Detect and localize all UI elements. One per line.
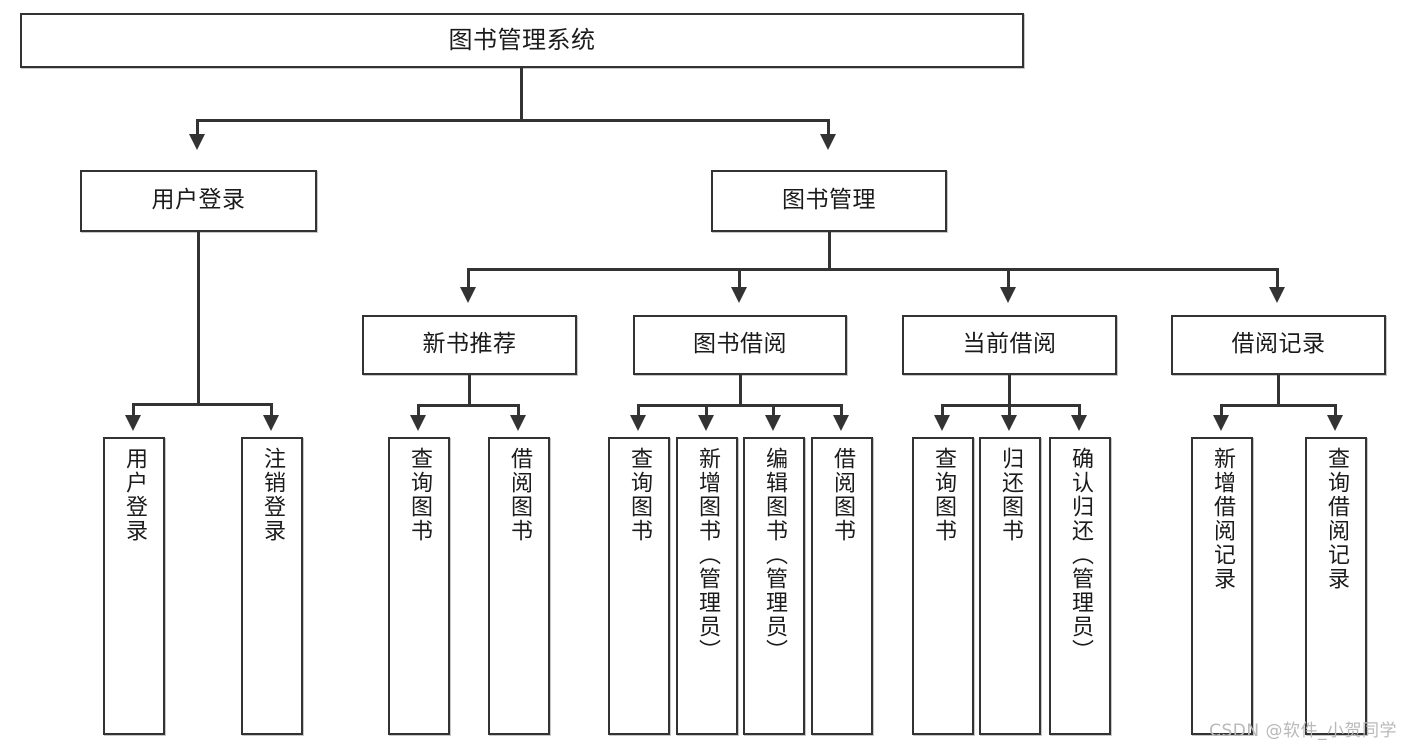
arrow-to-leaf-new-book-0 bbox=[410, 415, 426, 431]
leaf-user-login-1[interactable]: 注销登录 bbox=[241, 437, 303, 735]
leaf-current-borrow-1[interactable]: 归还图书 bbox=[979, 437, 1041, 735]
connector-current-borrow-drop-1 bbox=[1008, 404, 1011, 417]
connector-level3-bus bbox=[467, 268, 1279, 271]
leaf-label: 查询借阅记录 bbox=[1323, 447, 1349, 591]
connector-user-login-drop-1 bbox=[270, 403, 273, 417]
connector-user-login-bus bbox=[132, 403, 273, 406]
node-new-book-recommend[interactable]: 新书推荐 bbox=[362, 315, 577, 375]
connector-borrow-record-bus bbox=[1220, 404, 1337, 407]
leaf-borrow-record-1[interactable]: 查询借阅记录 bbox=[1305, 437, 1367, 735]
node-label: 新书推荐 bbox=[422, 331, 517, 358]
leaf-book-borrow-3[interactable]: 借阅图书 bbox=[811, 437, 873, 735]
node-user-login[interactable]: 用户登录 bbox=[80, 170, 317, 232]
node-label: 图书借阅 bbox=[693, 331, 787, 358]
connector-level3-drop-0 bbox=[467, 268, 470, 289]
connector-borrow-record-drop-1 bbox=[1334, 404, 1337, 417]
connector-root-drop-right bbox=[827, 119, 830, 136]
arrow-to-current-borrow bbox=[1000, 287, 1016, 303]
connector-new-book-drop-1 bbox=[517, 404, 520, 417]
leaf-user-login-0[interactable]: 用户登录 bbox=[103, 437, 165, 735]
node-book-borrow[interactable]: 图书借阅 bbox=[633, 315, 847, 375]
leaf-label: 查询图书 bbox=[626, 447, 652, 543]
leaf-label: 编辑图书（管理员） bbox=[761, 447, 787, 663]
leaf-book-borrow-1[interactable]: 新增图书（管理员） bbox=[676, 437, 738, 735]
node-borrow-record[interactable]: 借阅记录 bbox=[1171, 315, 1386, 375]
connector-current-borrow-drop-0 bbox=[941, 404, 944, 417]
arrow-to-leaf-book-borrow-0 bbox=[630, 415, 646, 431]
connector-book-borrow-bus bbox=[637, 404, 843, 407]
connector-book-borrow-drop-1 bbox=[705, 404, 708, 417]
arrow-to-leaf-current-borrow-0 bbox=[934, 415, 950, 431]
leaf-label: 查询图书 bbox=[930, 447, 956, 543]
connector-level3-drop-1 bbox=[738, 268, 741, 289]
leaf-label: 新增借阅记录 bbox=[1209, 447, 1235, 591]
leaf-borrow-record-0[interactable]: 新增借阅记录 bbox=[1191, 437, 1253, 735]
connector-new-book-drop-0 bbox=[417, 404, 420, 417]
leaf-new-book-0[interactable]: 查询图书 bbox=[388, 437, 450, 735]
connector-current-borrow-bus bbox=[941, 404, 1081, 407]
leaf-label: 查询图书 bbox=[406, 447, 432, 543]
connector-book-borrow-drop-0 bbox=[637, 404, 640, 417]
connector-new-book-stem bbox=[468, 375, 471, 406]
arrow-to-new-book-recommend bbox=[460, 287, 476, 303]
connector-book-management-stem bbox=[828, 232, 831, 270]
arrow-to-leaf-user-login-1 bbox=[263, 415, 279, 431]
leaf-label: 用户登录 bbox=[121, 447, 147, 543]
node-label: 图书管理 bbox=[782, 187, 876, 214]
arrow-to-user-login bbox=[189, 134, 205, 150]
connector-root-stem bbox=[520, 68, 523, 120]
arrow-to-leaf-book-borrow-1 bbox=[698, 415, 714, 431]
leaf-label: 确认归还（管理员） bbox=[1067, 447, 1093, 663]
node-label: 图书管理系统 bbox=[448, 26, 596, 55]
leaf-label: 借阅图书 bbox=[829, 447, 855, 543]
node-book-management[interactable]: 图书管理 bbox=[711, 170, 947, 232]
connector-borrow-record-drop-0 bbox=[1220, 404, 1223, 417]
node-root-system[interactable]: 图书管理系统 bbox=[20, 13, 1024, 68]
node-current-borrow[interactable]: 当前借阅 bbox=[902, 315, 1117, 375]
connector-borrow-record-stem bbox=[1277, 375, 1280, 406]
connector-current-borrow-drop-2 bbox=[1078, 404, 1081, 417]
connector-user-login-drop-0 bbox=[132, 403, 135, 417]
connector-book-borrow-stem bbox=[739, 375, 742, 406]
leaf-label: 归还图书 bbox=[997, 447, 1023, 543]
node-label: 借阅记录 bbox=[1231, 331, 1326, 358]
connector-current-borrow-stem bbox=[1008, 375, 1011, 406]
arrow-to-book-management bbox=[820, 134, 836, 150]
arrow-to-leaf-book-borrow-3 bbox=[833, 415, 849, 431]
arrow-to-leaf-book-borrow-2 bbox=[765, 415, 781, 431]
connector-level3-drop-3 bbox=[1276, 268, 1279, 289]
connector-book-borrow-drop-3 bbox=[840, 404, 843, 417]
arrow-to-book-borrow bbox=[731, 287, 747, 303]
connector-book-borrow-drop-2 bbox=[772, 404, 775, 417]
leaf-new-book-1[interactable]: 借阅图书 bbox=[488, 437, 550, 735]
leaf-current-borrow-2[interactable]: 确认归还（管理员） bbox=[1049, 437, 1111, 735]
arrow-to-leaf-new-book-1 bbox=[510, 415, 526, 431]
arrow-to-leaf-borrow-record-1 bbox=[1327, 415, 1343, 431]
leaf-current-borrow-0[interactable]: 查询图书 bbox=[912, 437, 974, 735]
connector-root-bus bbox=[196, 119, 830, 122]
connector-new-book-bus bbox=[417, 404, 520, 407]
connector-user-login-stem bbox=[197, 232, 200, 405]
connector-root-drop-left bbox=[196, 119, 199, 136]
arrow-to-leaf-user-login-0 bbox=[125, 415, 141, 431]
leaf-label: 借阅图书 bbox=[506, 447, 532, 543]
leaf-book-borrow-0[interactable]: 查询图书 bbox=[608, 437, 670, 735]
arrow-to-borrow-record bbox=[1269, 287, 1285, 303]
node-label: 当前借阅 bbox=[962, 331, 1057, 358]
watermark-text: CSDN @软件_小贺同学 bbox=[1209, 721, 1397, 741]
leaf-book-borrow-2[interactable]: 编辑图书（管理员） bbox=[743, 437, 805, 735]
leaf-label: 注销登录 bbox=[259, 447, 285, 543]
arrow-to-leaf-borrow-record-0 bbox=[1213, 415, 1229, 431]
connector-level3-drop-2 bbox=[1007, 268, 1010, 289]
arrow-to-leaf-current-borrow-2 bbox=[1071, 415, 1087, 431]
leaf-label: 新增图书（管理员） bbox=[694, 447, 720, 663]
node-label: 用户登录 bbox=[151, 187, 246, 214]
arrow-to-leaf-current-borrow-1 bbox=[1001, 415, 1017, 431]
